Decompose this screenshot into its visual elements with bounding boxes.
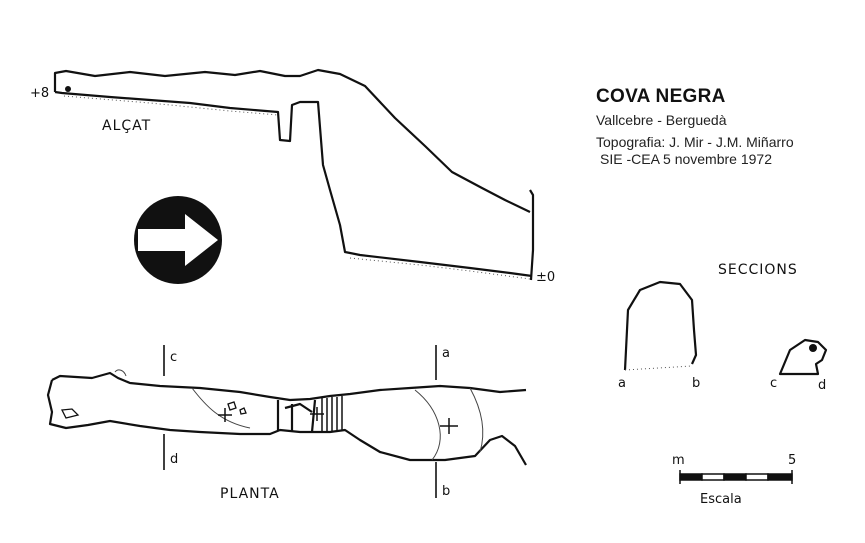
section-letter-b: b <box>692 376 701 391</box>
survey-org-date: SIE -CEA 5 novembre 1972 <box>600 151 772 167</box>
section-ab-floor <box>624 365 693 371</box>
scale-unit: m <box>672 453 685 468</box>
elevation-label: ALÇAT <box>102 118 152 134</box>
section-cut-lines <box>163 345 437 498</box>
plan-view <box>46 371 527 466</box>
section-letter-a-plan: a <box>442 346 450 361</box>
scale-max: 5 <box>788 453 797 468</box>
elevation-bottom-mark: ±0 <box>536 270 556 285</box>
section-cd <box>778 338 828 376</box>
section-letter-c: c <box>770 376 778 391</box>
entrance-marker <box>65 86 71 92</box>
section-letter-b-plan: b <box>442 484 451 499</box>
section-ab <box>623 280 698 371</box>
scale-label: Escala <box>700 492 742 507</box>
survey-location: Vallcebre - Berguedà <box>596 112 727 128</box>
elevation-profile <box>53 68 535 281</box>
plan-hatching <box>321 396 343 432</box>
survey-title: COVA NEGRA <box>596 86 726 107</box>
plan-survey-crosses <box>218 407 458 434</box>
section-letter-d: d <box>818 378 827 393</box>
section-letter-c-plan: c <box>170 350 178 365</box>
plan-label: PLANTA <box>220 486 280 502</box>
plan-details <box>60 401 247 419</box>
section-letter-d-plan: d <box>170 452 179 467</box>
sections-label: SECCIONS <box>718 262 798 278</box>
plan-thin-lines <box>114 369 484 461</box>
direction-arrow-icon <box>134 196 222 284</box>
survey-topography: Topografia: J. Mir - J.M. Miñarro <box>596 134 794 150</box>
elevation-top-mark: +8 <box>30 86 50 101</box>
scale-bar <box>679 470 793 484</box>
section-cd-fill <box>809 344 817 352</box>
section-letter-a: a <box>618 376 626 391</box>
